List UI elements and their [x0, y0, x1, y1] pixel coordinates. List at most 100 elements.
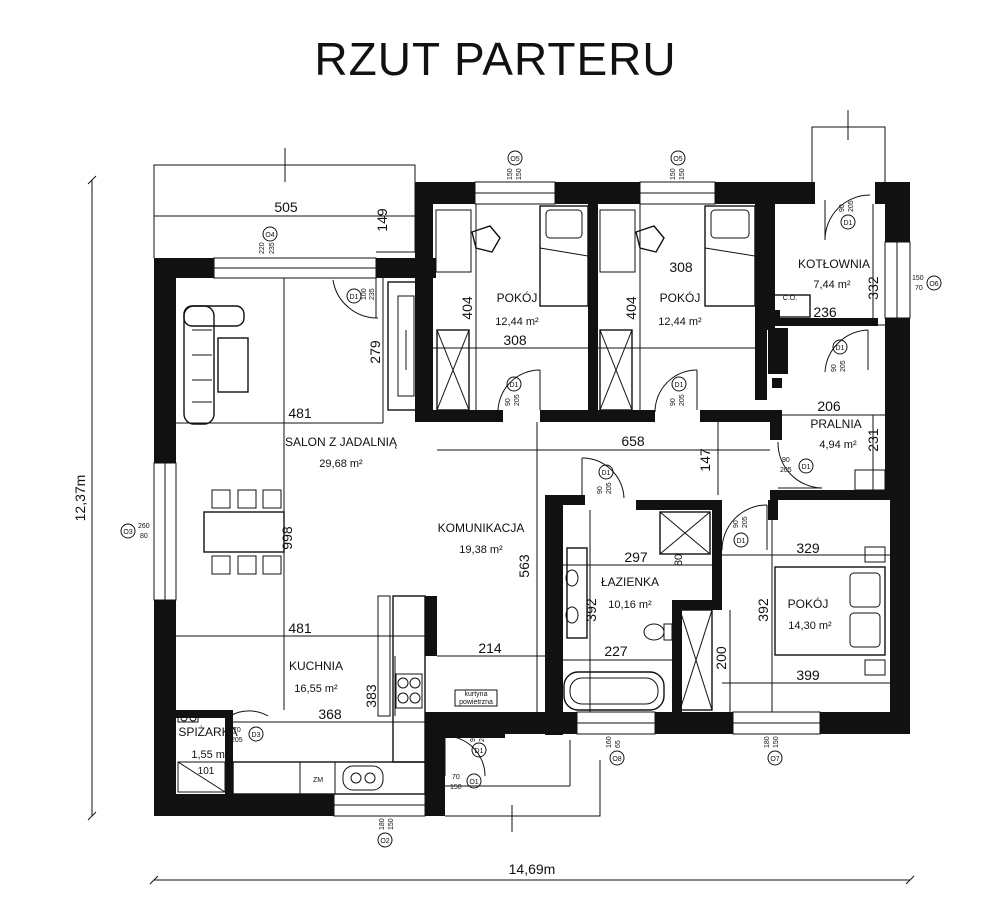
svg-text:505: 505: [274, 199, 298, 215]
label-powietrzna: powietrzna: [459, 699, 493, 706]
wall-v-kot-left: [765, 200, 775, 330]
washing-machine: [854, 469, 886, 491]
wall-top-pokoj-mid: [555, 182, 640, 204]
svg-text:998: 998: [279, 526, 295, 550]
bed-pokoj3: [774, 566, 886, 656]
tag-o4: O4: [265, 232, 274, 239]
bed-pokoj2: [704, 205, 756, 307]
svg-text:205: 205: [848, 200, 855, 212]
svg-text:205: 205: [479, 730, 486, 742]
desk-pokoj2: [599, 209, 636, 273]
svg-text:235: 235: [369, 288, 376, 300]
wall-v-laz-left: [545, 495, 563, 735]
windows: [153, 181, 911, 817]
svg-text:180: 180: [764, 736, 771, 748]
svg-text:236: 236: [813, 304, 837, 320]
air-curtain-box: [454, 689, 498, 707]
svg-text:260: 260: [138, 523, 150, 530]
wall-v-laz-step: [672, 600, 682, 715]
wall-v-laz-right: [712, 500, 722, 605]
toilet: [643, 623, 665, 641]
room-pokoj1-area: 12,44 m²: [495, 316, 539, 328]
tag-o7: O7: [770, 756, 779, 763]
svg-text:180: 180: [379, 818, 386, 830]
room-pokoj1-name: POKÓJ: [497, 290, 538, 305]
kitchen-counter-bottom: [232, 761, 426, 795]
svg-text:205: 205: [514, 394, 521, 406]
svg-text:D1: D1: [675, 382, 684, 389]
tv-stand: [217, 337, 249, 393]
room-pokoj3-area: 14,30 m²: [788, 620, 832, 632]
svg-text:70: 70: [452, 774, 460, 781]
svg-text:90: 90: [831, 364, 838, 372]
svg-text:80: 80: [140, 533, 148, 540]
svg-text:392: 392: [755, 598, 771, 622]
door-kotlownia-ext: [824, 194, 871, 241]
svg-text:D1: D1: [510, 382, 519, 389]
svg-text:205: 205: [742, 516, 749, 528]
door-kotlownia: [824, 329, 869, 373]
svg-text:150: 150: [670, 168, 677, 180]
wall-h-spiz-top: [176, 710, 231, 718]
svg-text:205: 205: [679, 394, 686, 406]
wall-v-spiz-right: [225, 710, 233, 794]
room-labels: POKÓJ 12,44 m² POKÓJ 12,44 m² KOTŁOWNIA …: [178, 257, 870, 761]
wall-bottom-1: [154, 794, 334, 816]
wall-h-pokoj-bottom-mid: [540, 410, 655, 422]
room-pokoj2-area: 12,44 m²: [658, 316, 702, 328]
tag-o5a: O5: [510, 156, 519, 163]
svg-text:658: 658: [621, 433, 645, 449]
wall-h-laz-top: [545, 495, 585, 505]
label-zm: ZM: [313, 777, 323, 784]
tag-o6: O6: [929, 281, 938, 288]
room-spizarka-area: 1,55 m²: [191, 749, 229, 761]
dimension-labels: 505 149 308 308 404 404 279 481 998 481 …: [72, 199, 881, 877]
wall-right-3: [890, 498, 910, 734]
svg-text:100: 100: [361, 288, 368, 300]
wall-top-pokoj2-b: [715, 182, 815, 204]
svg-text:150: 150: [516, 168, 523, 180]
door-entrance: [444, 735, 486, 777]
wall-h-pokoj1-bottom-a: [425, 410, 503, 422]
svg-text:149: 149: [374, 208, 390, 232]
tag-o1: O1: [469, 779, 478, 786]
dimension-lines: [87, 175, 915, 885]
svg-text:150: 150: [679, 168, 686, 180]
svg-text:206: 206: [817, 398, 841, 414]
svg-text:481: 481: [288, 405, 312, 421]
svg-text:70: 70: [915, 285, 923, 292]
svg-text:481: 481: [288, 620, 312, 636]
wall-left-upper: [154, 258, 176, 463]
kitchen-counter: [392, 595, 426, 763]
kitchen-sink: [342, 765, 384, 791]
chair-pokoj2: [635, 225, 665, 253]
svg-text:90: 90: [670, 398, 677, 406]
svg-text:227: 227: [604, 643, 628, 659]
wall-top-kot: [875, 182, 910, 204]
svg-text:80: 80: [673, 554, 685, 566]
room-spizarka-name: SPIŻARKA: [178, 725, 237, 739]
room-kuchnia-area: 16,55 m²: [294, 683, 338, 695]
room-salon-name: SALON Z JADALNIĄ: [285, 435, 398, 449]
svg-text:65: 65: [615, 740, 622, 748]
bathroom-vanity: [566, 547, 588, 639]
bathtub: [563, 671, 665, 711]
wall-bottom-4: [655, 712, 733, 734]
svg-text:90: 90: [839, 204, 846, 212]
room-pokoj3-name: POKÓJ: [788, 596, 829, 611]
svg-text:235: 235: [269, 242, 276, 254]
room-kotlownia-name: KOTŁOWNIA: [798, 257, 870, 271]
room-kuchnia-name: KUCHNIA: [289, 659, 343, 673]
svg-text:150: 150: [450, 784, 462, 791]
svg-text:392: 392: [583, 598, 599, 622]
svg-text:279: 279: [367, 340, 383, 364]
svg-text:D1: D1: [802, 464, 811, 471]
wall-left-lower: [154, 600, 176, 816]
wall-v-kitchen: [425, 596, 437, 656]
svg-text:150: 150: [388, 818, 395, 830]
terrace-outline: [153, 110, 886, 832]
room-pralnia-name: PRALNIA: [810, 417, 861, 431]
svg-text:308: 308: [503, 332, 527, 348]
stove: [395, 673, 423, 709]
